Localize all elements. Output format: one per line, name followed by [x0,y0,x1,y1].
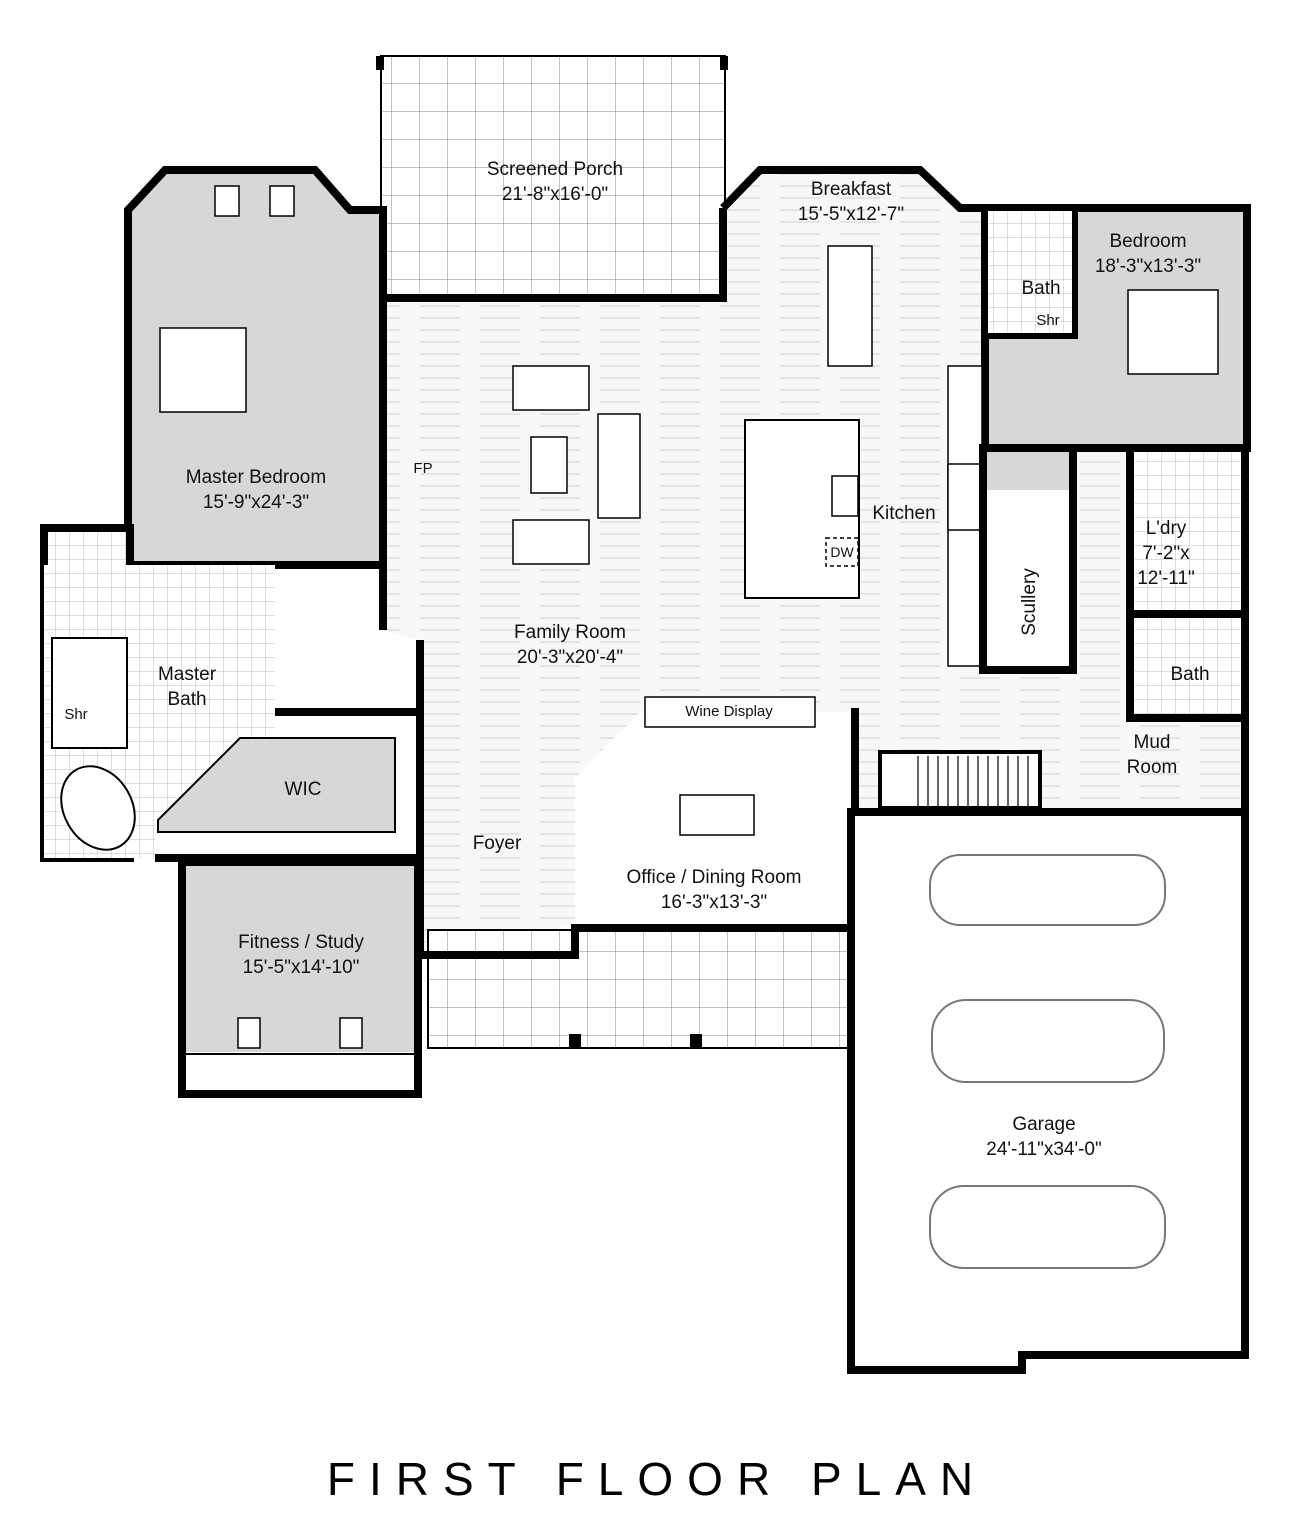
front-porch [427,929,849,1049]
family-room-dims: 20'-3"x20'-4" [517,647,623,668]
kitchen-label: Kitchen [872,503,935,524]
mud-room-label-line1: Mud [1134,732,1171,753]
master-bath-label-line1: Master [158,664,217,685]
bedroom-bath-shower-label: Shr [1036,312,1059,329]
bedroom-bath-label: Bath [1021,278,1060,299]
half-bath-label: Bath [1170,664,1209,685]
fitness-study-dims: 15'-5"x14'-10" [243,957,360,978]
screened-porch-label: Screened Porch [487,159,623,180]
office-dining-dims: 16'-3"x13'-3" [661,892,767,913]
garage-label: Garage [1012,1114,1075,1135]
kitchen-fixtures [644,365,1249,810]
laundry-dims-line1: 7'-2"x [1142,543,1190,564]
master-bedroom-dims: 15'-9"x24'-3" [203,492,309,513]
stairs [917,756,1029,808]
breakfast-label: Breakfast [811,179,892,200]
screened-porch-dims: 21'-8"x16'-0" [502,184,608,205]
garage-dims: 24'-11"x34'-0" [986,1139,1101,1160]
family-room-label: Family Room [514,622,626,643]
foyer-label: Foyer [473,833,522,854]
plan-title: FIRST FLOOR PLAN [326,1453,988,1505]
wine-display-label: Wine Display [685,703,773,720]
bedroom-dims: 18'-3"x13'-3" [1095,256,1201,277]
scullery-label: Scullery [1019,568,1040,636]
furniture [159,185,1219,1049]
room-labels: Screened Porch 21'-8"x16'-0" Breakfast 1… [64,159,1209,1160]
fitness-study [178,858,422,1098]
breakfast-dims: 15'-5"x12'-7" [798,204,904,225]
master-bath-label-line2: Bath [167,689,206,710]
screened-porch [376,55,728,297]
dishwasher-label: DW [830,544,854,560]
laundry-dims-line2: 12'-11" [1137,568,1195,589]
office-dining-label: Office / Dining Room [627,867,802,888]
bedroom-label: Bedroom [1109,231,1186,252]
walls [379,166,1249,959]
fitness-study-label: Fitness / Study [238,932,364,953]
master-shower-label: Shr [64,706,87,723]
laundry-label: L'dry [1146,518,1187,539]
wic-label: WIC [285,779,322,800]
mud-room-label-line2: Room [1127,757,1178,778]
master-bedroom-label: Master Bedroom [186,467,326,488]
fireplace-label: FP [413,460,432,477]
master-bath [40,524,275,862]
car-icons [929,854,1166,1269]
